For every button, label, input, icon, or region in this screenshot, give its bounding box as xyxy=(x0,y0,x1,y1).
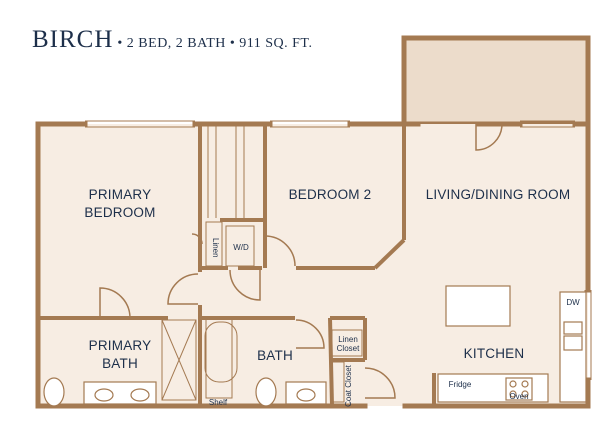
plan-name: BIRCH xyxy=(32,26,114,53)
windows xyxy=(85,120,592,380)
plan-title: BIRCH • 2 BED, 2 BATH • 911 SQ. FT. xyxy=(32,26,312,54)
room-bedroom-2: BEDROOM 2 xyxy=(288,187,372,202)
closets xyxy=(161,126,363,403)
plan-details: • 2 BED, 2 BATH • 911 SQ. FT. xyxy=(117,36,313,51)
bath-fixtures xyxy=(43,377,327,407)
room-primary-bedroom: PRIMARY BEDROOM xyxy=(84,187,156,220)
linen-closet-label: Linen Closet xyxy=(336,335,360,353)
room-living-dining: LIVING/DINING ROOM xyxy=(425,187,571,202)
oven-label: Oven xyxy=(509,392,529,401)
room-kitchen: KITCHEN xyxy=(463,346,525,361)
doors xyxy=(99,123,503,399)
dw-label: DW xyxy=(566,298,580,307)
patio xyxy=(401,35,591,127)
kitchen-fixtures xyxy=(437,285,587,403)
interior-walls xyxy=(38,124,436,407)
coat-closet-label: Coat Closet xyxy=(344,365,353,407)
shelf-label: Shelf xyxy=(208,398,228,407)
room-bath: BATH xyxy=(257,348,293,363)
linen-label-vertical: Linen xyxy=(211,238,220,258)
room-primary-bath: PRIMARY BATH xyxy=(88,338,152,371)
wd-label: W/D xyxy=(233,243,249,252)
fridge-label: Fridge xyxy=(448,380,472,389)
floor-area xyxy=(38,124,588,406)
